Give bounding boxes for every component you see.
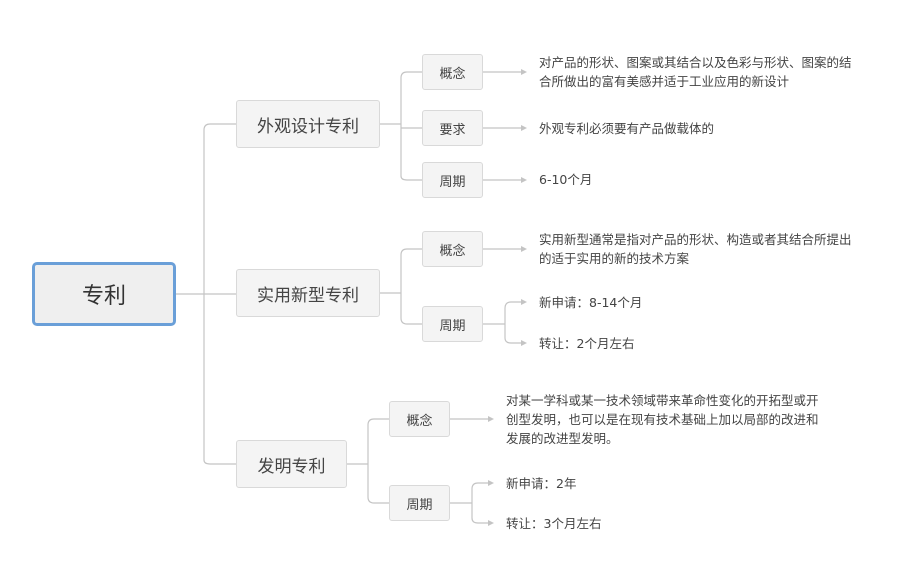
- topic-node-requirement[interactable]: 要求: [422, 110, 483, 146]
- leaf-text: 新申请：8-14个月: [539, 295, 643, 310]
- topic-node-period[interactable]: 周期: [422, 162, 483, 198]
- leaf-text: 转让：2个月左右: [539, 336, 635, 351]
- branch-node-utility-model[interactable]: 实用新型专利: [236, 269, 380, 317]
- leaf-text: 6-10个月: [539, 172, 593, 187]
- arrowheads: [488, 69, 527, 526]
- branch-node-invention-patent[interactable]: 发明专利: [236, 440, 347, 488]
- connector-leaf-1-1: [483, 301, 522, 344]
- leaf-text: 实用新型通常是指对产品的形状、构造或者其结合所提出的适于实用的新的技术方案: [539, 232, 852, 266]
- leaf-text: 转让：3个月左右: [506, 516, 602, 531]
- topic-label: 周期: [439, 174, 466, 190]
- leaf-text: 对某一学科或某一技术领域带来革命性变化的开拓型或开创型发明，也可以是在现有技术基…: [506, 393, 819, 446]
- leaf-text: 对产品的形状、图案或其结合以及色彩与形状、图案的结合所做出的富有美感并适于工业应…: [539, 55, 852, 89]
- branch-node-design-patent[interactable]: 外观设计专利: [236, 100, 380, 148]
- leaf-text: 新申请：2年: [506, 476, 577, 491]
- connector-root-trunk: [176, 123, 236, 465]
- connector-branch-0: [380, 71, 422, 181]
- connector-branch-1: [380, 248, 422, 325]
- branch-label: 外观设计专利: [257, 116, 359, 137]
- topic-node-period[interactable]: 周期: [422, 306, 483, 342]
- connector-branch-2: [347, 418, 389, 504]
- root-node[interactable]: 专利: [32, 262, 176, 326]
- root-label: 专利: [81, 284, 126, 309]
- topic-label: 周期: [406, 497, 433, 513]
- leaf-text: 外观专利必须要有产品做载体的: [539, 121, 715, 136]
- topic-label: 概念: [406, 413, 433, 429]
- connector-leaf-2-1: [450, 482, 489, 524]
- topic-label: 概念: [439, 243, 466, 259]
- branch-label: 发明专利: [257, 456, 326, 477]
- topic-node-concept[interactable]: 概念: [389, 401, 450, 437]
- topic-label: 周期: [439, 318, 466, 334]
- topic-label: 要求: [439, 122, 466, 138]
- topic-label: 概念: [439, 66, 466, 82]
- branch-label: 实用新型专利: [257, 285, 359, 306]
- topic-node-concept[interactable]: 概念: [422, 231, 483, 267]
- topic-node-period[interactable]: 周期: [389, 485, 450, 521]
- topic-node-concept[interactable]: 概念: [422, 54, 483, 90]
